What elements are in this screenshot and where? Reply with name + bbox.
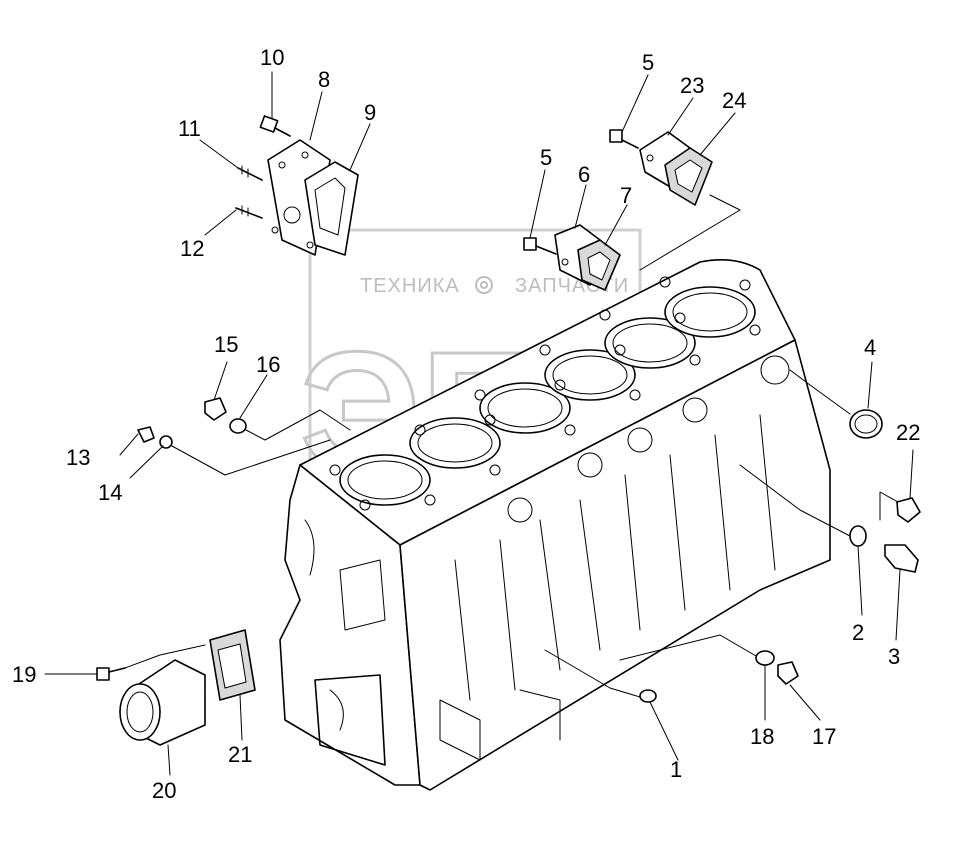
watermark-gear-icon — [475, 276, 493, 294]
part-22-plug — [896, 497, 921, 523]
callout-21: 21 — [228, 742, 252, 767]
part-13-plug — [137, 426, 155, 443]
block-side-face — [399, 339, 831, 791]
callout-15: 15 — [214, 332, 238, 357]
callout-9: 9 — [364, 100, 376, 125]
watermark-text-right: ЗАПЧАСТИ — [515, 275, 629, 297]
block-side-ribs — [439, 414, 776, 761]
callout-7: 7 — [620, 183, 632, 208]
callout-17: 17 — [812, 724, 836, 749]
callout-24: 24 — [722, 88, 746, 113]
deck-holes — [329, 276, 761, 511]
part-1-sleeve — [639, 689, 657, 703]
part-5-bolt-middle — [523, 237, 557, 255]
part-20-water-inlet — [119, 659, 206, 746]
cylinder-bore-1 — [339, 454, 431, 506]
part-4-seal — [849, 409, 883, 439]
part-17-plug — [777, 661, 799, 685]
leader-lines — [44, 71, 914, 776]
part-5-bolt-top — [609, 129, 639, 149]
callout-20: 20 — [152, 778, 176, 803]
callout-1: 1 — [670, 757, 682, 782]
callout-4: 4 — [864, 335, 876, 360]
cylinder-bore-2 — [409, 417, 501, 469]
crankshaft-opening — [314, 674, 386, 766]
cylinder-bore-6 — [664, 286, 756, 338]
part-9-gasket — [304, 161, 359, 256]
callout-22: 22 — [896, 420, 920, 445]
part-19-bolt — [96, 667, 126, 681]
part-11-stud — [237, 165, 263, 181]
part-18-washer — [755, 650, 775, 666]
callout-labels: 10 8 9 11 12 5 23 24 5 6 7 15 16 13 14 4… — [12, 45, 920, 803]
callout-6: 6 — [578, 162, 590, 187]
part-10-bolt — [259, 115, 291, 137]
callout-23: 23 — [680, 73, 704, 98]
part-7-gasket — [577, 239, 621, 291]
engine-block — [279, 259, 831, 791]
side-bosses — [507, 355, 790, 523]
callout-8: 8 — [318, 67, 330, 92]
part-16-washer — [229, 418, 247, 434]
part-21-gasket — [209, 629, 256, 701]
callout-3: 3 — [888, 644, 900, 669]
callout-11: 11 — [178, 116, 201, 141]
callout-12: 12 — [180, 236, 204, 261]
callout-18: 18 — [750, 724, 774, 749]
cylinder-bore-3 — [479, 382, 571, 434]
callout-5-middle: 5 — [540, 145, 552, 170]
callout-19: 19 — [12, 662, 36, 687]
watermark-text-left: ТЕХНИКА — [360, 275, 460, 297]
part-12-stud — [235, 205, 263, 219]
callout-14: 14 — [98, 480, 122, 505]
callout-13: 13 — [66, 445, 90, 470]
part-15-plug — [204, 397, 227, 421]
part-3-fitting — [884, 544, 919, 573]
callout-10: 10 — [260, 45, 284, 70]
cylinder-bore-4 — [544, 349, 636, 401]
cylinder-bore-5 — [604, 317, 696, 369]
part-14-washer — [159, 435, 173, 449]
part-2-washer — [849, 525, 867, 547]
callout-5-top: 5 — [642, 50, 654, 75]
part-24-gasket — [664, 147, 713, 206]
callout-16: 16 — [256, 352, 280, 377]
callout-2: 2 — [852, 620, 864, 645]
